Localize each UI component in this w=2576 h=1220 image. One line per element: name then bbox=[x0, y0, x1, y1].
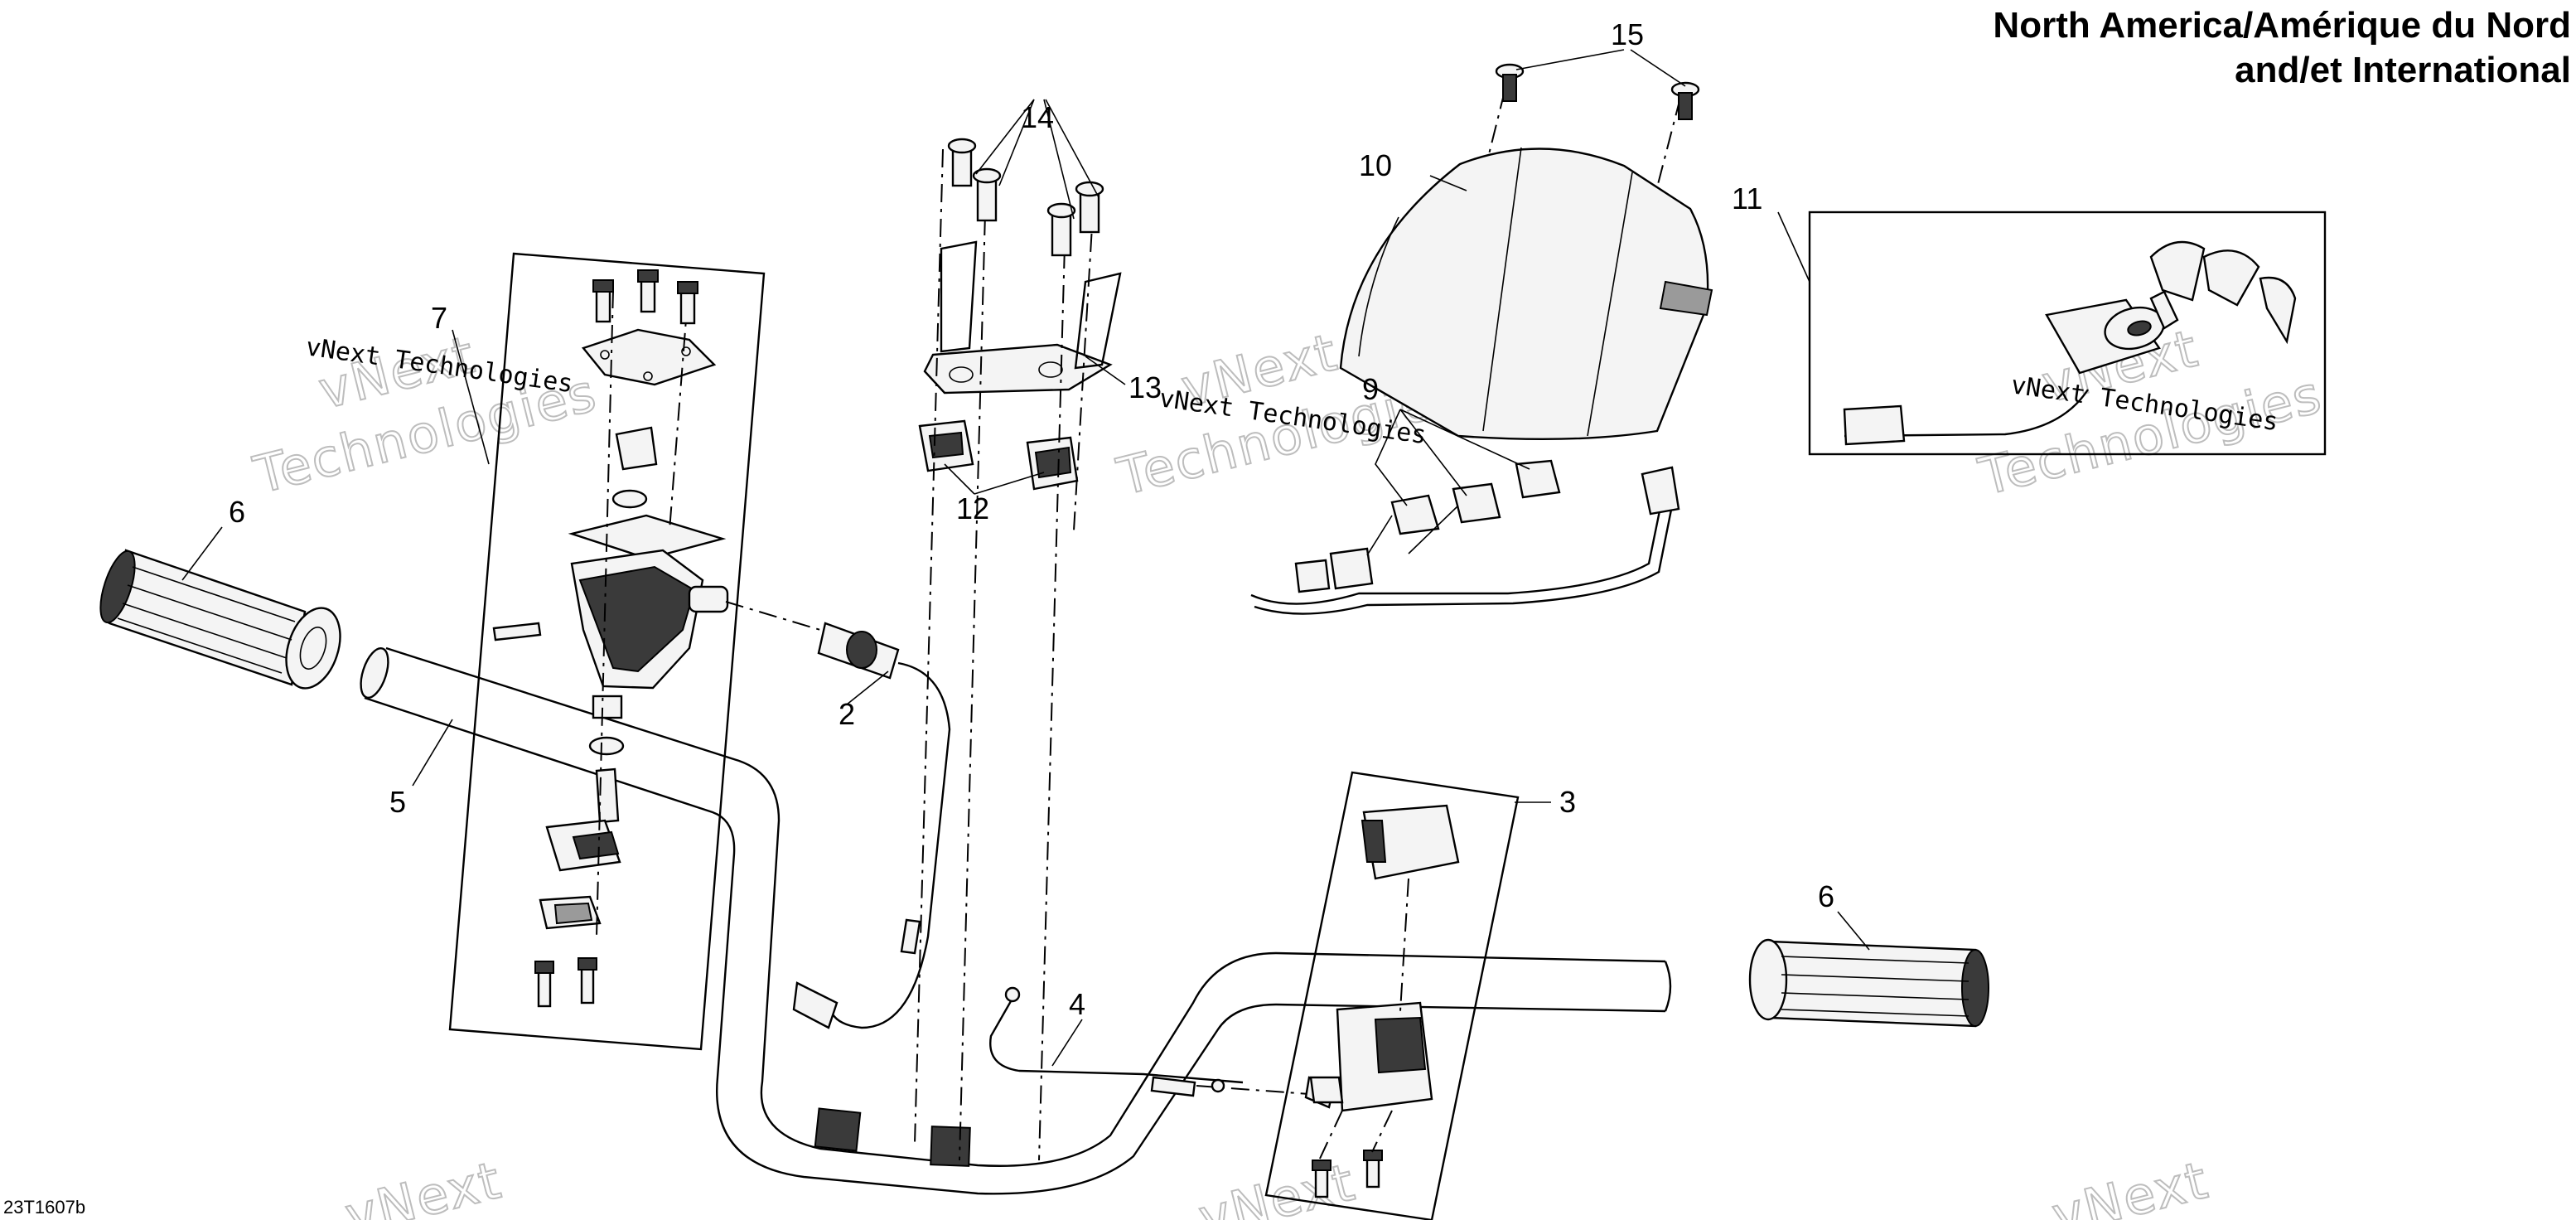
screws-riser bbox=[947, 138, 1104, 257]
handlebar bbox=[360, 646, 1672, 1195]
callout-11: 11 bbox=[1732, 182, 1762, 215]
screws-throttle-cover bbox=[534, 269, 698, 1008]
callout-10: 10 bbox=[1359, 148, 1392, 182]
riser-clamps bbox=[914, 148, 1122, 1161]
switch-housing bbox=[1309, 804, 1460, 1198]
ignition-key-switch bbox=[1843, 240, 2297, 446]
callout-4: 4 bbox=[1069, 987, 1085, 1021]
callout-3: 3 bbox=[1559, 785, 1576, 819]
grip-right bbox=[1748, 938, 1989, 1028]
callout-7: 7 bbox=[431, 301, 447, 335]
region-title: North America/Amérique du Nord and/et In… bbox=[1993, 3, 2571, 93]
inset-frame-throttle bbox=[448, 252, 766, 1051]
inset-frame-ignition bbox=[1808, 211, 2327, 456]
callout-9: 9 bbox=[1362, 372, 1379, 406]
inset-frame-switch bbox=[1264, 771, 1520, 1220]
leader-lines bbox=[181, 49, 1870, 1067]
svg-text:vNext: vNext bbox=[2047, 1150, 2215, 1220]
callout-12: 12 bbox=[956, 491, 989, 525]
cable-4 bbox=[989, 986, 1336, 1109]
callout-labels: 2 3 4 5 6 6 7 9 10 11 12 13 14 15 bbox=[229, 17, 1834, 1021]
svg-text:vNext: vNext bbox=[340, 1150, 508, 1220]
svg-text:vNext: vNext bbox=[1193, 1151, 1361, 1220]
callout-15: 15 bbox=[1611, 17, 1644, 51]
region-title-line-1: North America/Amérique du Nord bbox=[1993, 5, 2571, 46]
handlebar-cover bbox=[1339, 90, 1713, 441]
grip-left bbox=[99, 549, 341, 690]
watermark-left: vNext Technologies bbox=[247, 323, 603, 506]
throttle-cable bbox=[725, 601, 951, 1029]
callout-5: 5 bbox=[389, 785, 406, 819]
region-title-line-2: and/et International bbox=[2235, 50, 2571, 90]
callout-13: 13 bbox=[1129, 370, 1162, 404]
diagram-code: 23T1607b bbox=[3, 1197, 86, 1218]
throttle-housing-assembly bbox=[492, 289, 729, 937]
callout-2: 2 bbox=[839, 697, 855, 731]
callout-14: 14 bbox=[1021, 100, 1054, 134]
callout-6-left: 6 bbox=[229, 495, 245, 529]
callout-6-right: 6 bbox=[1818, 879, 1834, 913]
wiring-harness bbox=[1250, 459, 1680, 615]
watermark-bottom: vNext vNext vNext bbox=[339, 1149, 2216, 1220]
screws-cover bbox=[1495, 63, 1700, 120]
